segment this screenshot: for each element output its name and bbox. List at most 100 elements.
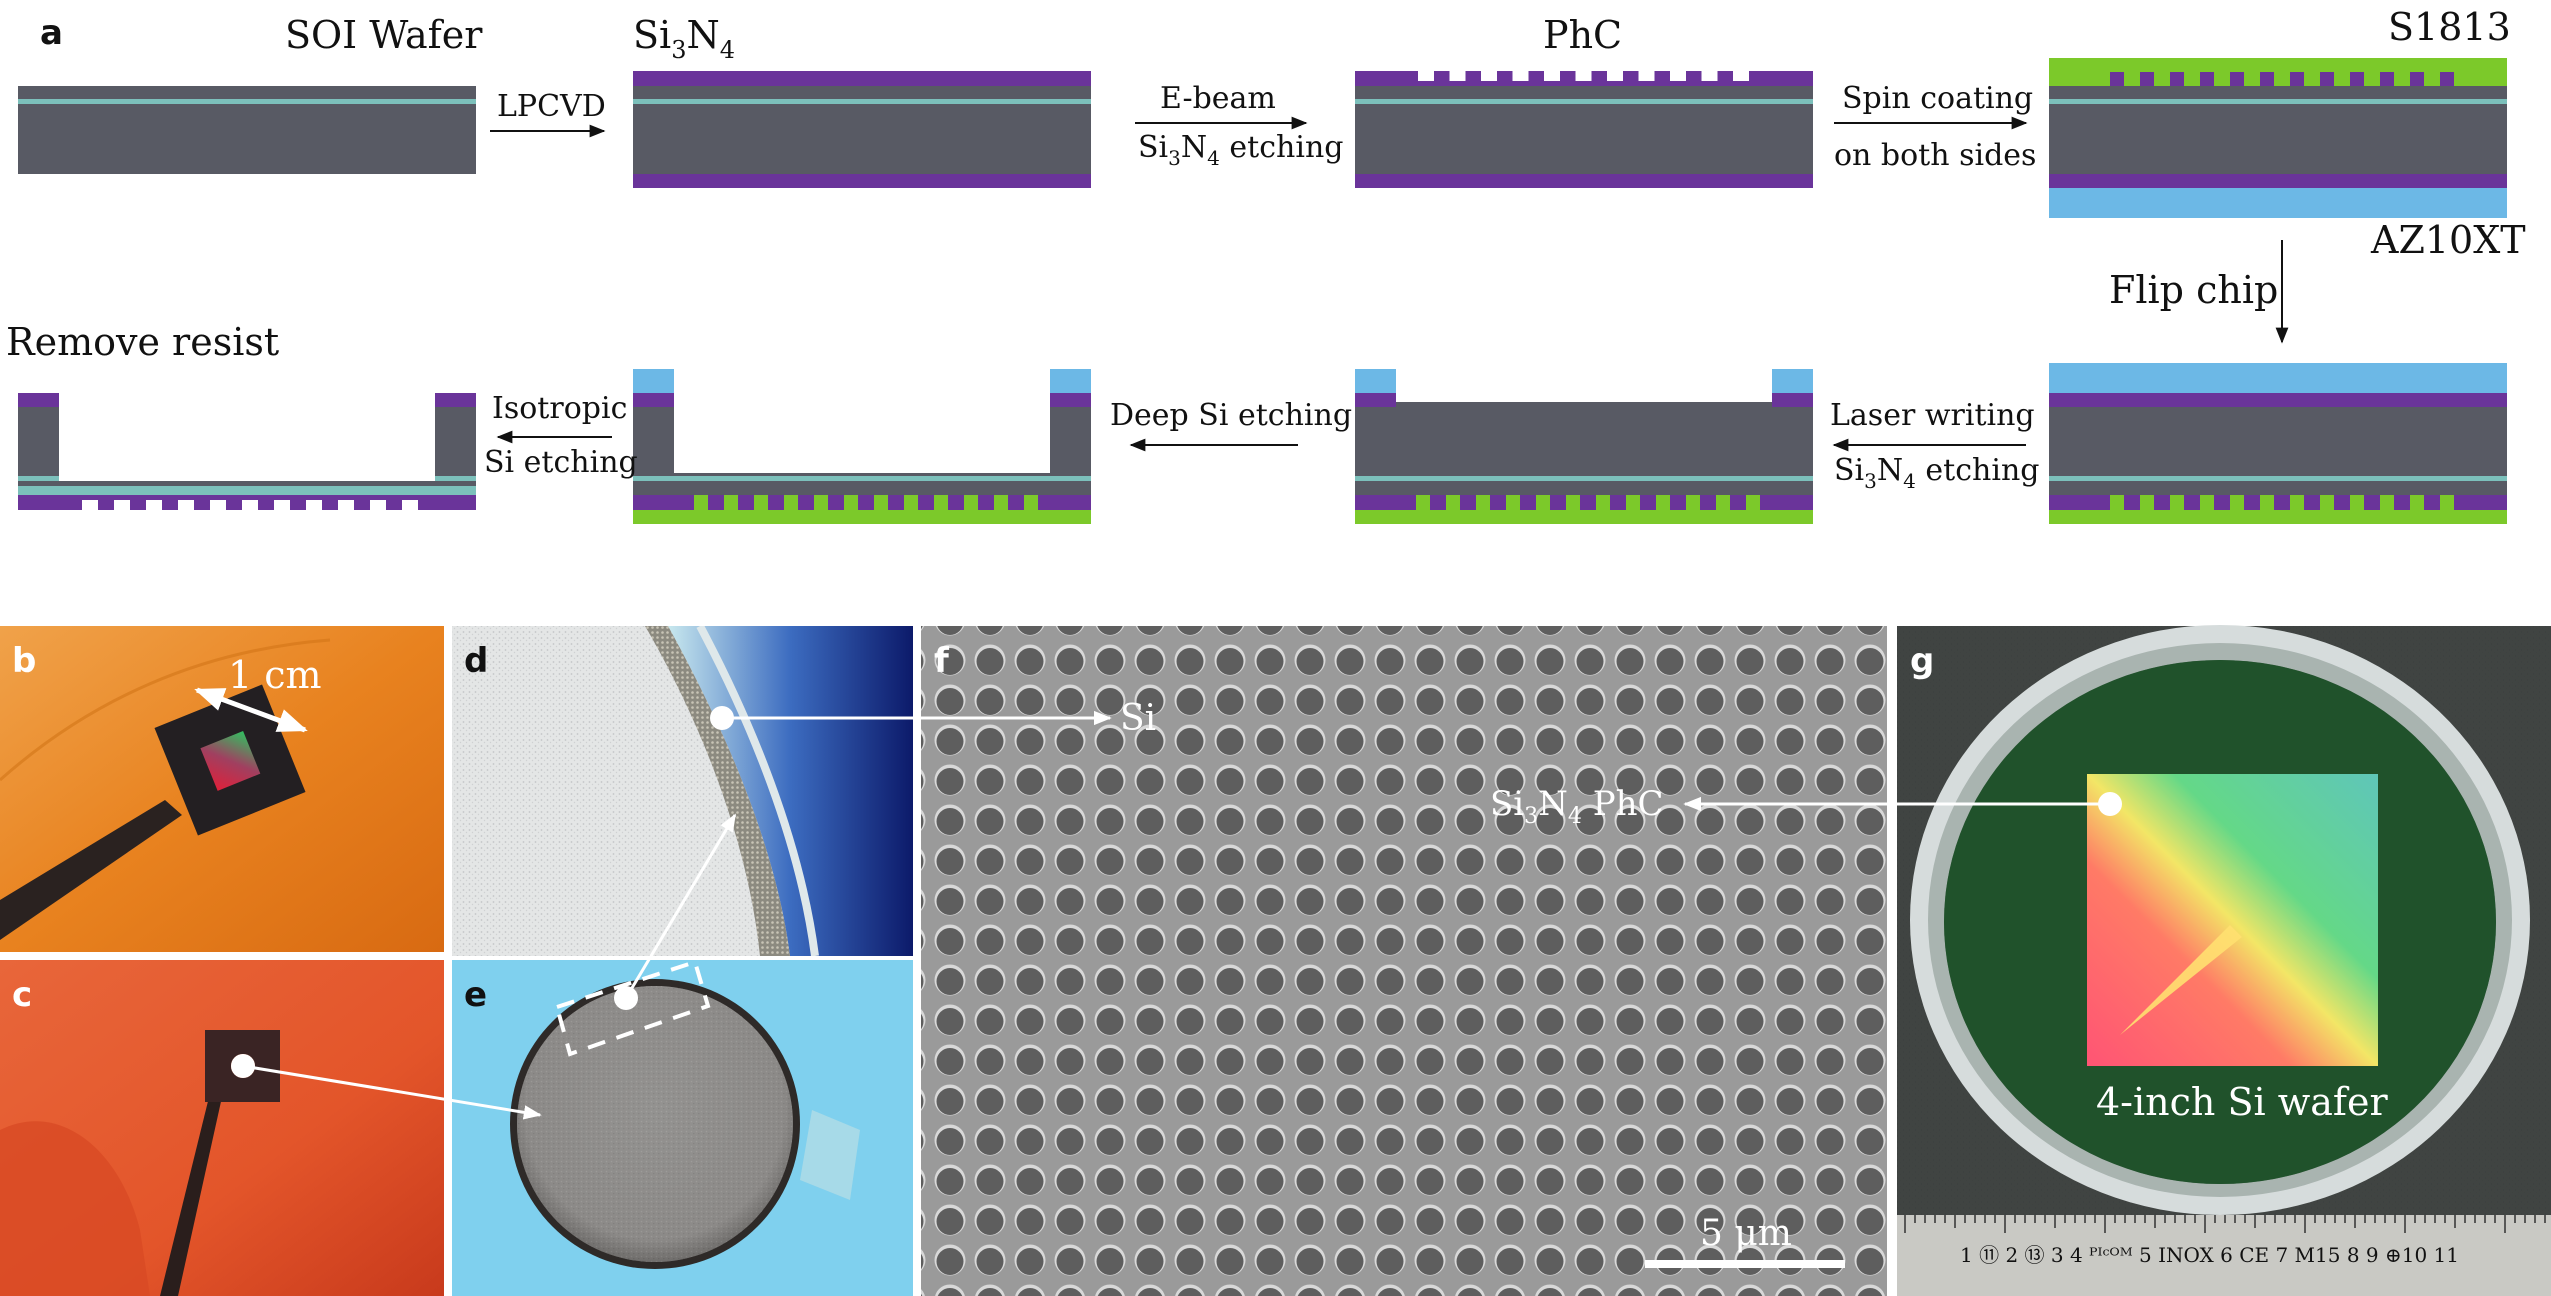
phc-pillar xyxy=(2170,72,2184,86)
tweezers-c xyxy=(160,1085,224,1296)
phc-pillar xyxy=(1024,495,1038,510)
phc-pillar xyxy=(1596,495,1610,510)
phc-mesh-edge xyxy=(645,626,790,956)
phc-sample-square xyxy=(2087,774,2378,1066)
phc-hole xyxy=(1733,71,1749,81)
phc-pillar xyxy=(1416,495,1430,510)
spin-label-2: on both sides xyxy=(1834,138,2036,173)
phc-pillar xyxy=(2350,72,2364,86)
membrane-hole xyxy=(274,500,290,510)
phc-pillar xyxy=(904,495,918,510)
b-scale-label: 1 cm xyxy=(228,653,322,697)
phc-pillar xyxy=(2290,72,2304,86)
step1-soi-stack xyxy=(18,86,476,174)
laser-label-2: Si3N4 etching xyxy=(1834,453,2039,493)
iso-label-1: Isotropic xyxy=(492,391,627,426)
phc-pillar xyxy=(754,495,768,510)
phc-pillar xyxy=(1746,495,1760,510)
phc-pillar xyxy=(1626,495,1640,510)
panel-label-c: c xyxy=(12,975,32,1015)
step2-nitride-stack xyxy=(633,71,1091,188)
panel-label-d: d xyxy=(464,641,488,681)
arrow-chip xyxy=(242,1064,542,1120)
phc-hole xyxy=(1638,71,1655,81)
remove-resist-label: Remove resist xyxy=(6,320,279,364)
step8-final-membrane xyxy=(18,393,476,510)
phc-pillar xyxy=(2140,495,2154,510)
arrow-zoom xyxy=(624,813,737,999)
phc-pillar xyxy=(2380,495,2394,510)
phc-pillar xyxy=(814,495,828,510)
phc-title: PhC xyxy=(1543,13,1622,57)
panel-c-photo: c xyxy=(0,960,444,1296)
phc-pillar xyxy=(2230,495,2244,510)
phc-pillar xyxy=(784,495,798,510)
panel-label-b: b xyxy=(12,641,36,681)
panel-a-process-flow: a SOI Wafer LPCVD Si3N4 E-beam Si3N4 etc… xyxy=(6,5,2526,524)
scale-bar xyxy=(1645,1260,1845,1268)
membrane-hole xyxy=(210,500,226,510)
az10xt-label: AZ10XT xyxy=(2370,218,2526,262)
membrane-hole xyxy=(306,500,322,510)
phc-pillar xyxy=(2350,495,2364,510)
s1813-label: S1813 xyxy=(2388,5,2511,49)
membrane-hole xyxy=(370,500,386,510)
panel-b-photo: 1 cm b xyxy=(0,626,444,952)
panel-g-photo: 1 ⑪ 2 ⑬ 3 4 ᴾᴵᶜᴼᴹ 5 INOX 6 CE 7 M15 8 9 … xyxy=(1897,625,2551,1296)
soi-wafer-label: SOI Wafer xyxy=(285,13,483,57)
si3n4-title: Si3N4 xyxy=(633,13,735,64)
phc-pillar xyxy=(2170,495,2184,510)
ebeam-etching-label: Si3N4 etching xyxy=(1138,130,1343,170)
ebeam-label: E-beam xyxy=(1160,81,1276,116)
phc-pillar xyxy=(874,495,888,510)
wafer-label: 4-inch Si wafer xyxy=(2096,1080,2388,1124)
phc-hole xyxy=(1670,71,1686,81)
phc-pillar xyxy=(1506,495,1520,510)
panel-label-g: g xyxy=(1910,641,1934,681)
phc-hole xyxy=(1418,71,1434,81)
phc-pillar xyxy=(2380,72,2394,86)
panel-d-micrograph: d xyxy=(452,626,913,956)
iso-label-2: Si etching xyxy=(484,445,638,480)
si-label: Si xyxy=(1120,698,1156,739)
phc-hole xyxy=(1701,71,1718,81)
phc-pillar xyxy=(2290,495,2304,510)
step4-resist-stack xyxy=(2049,58,2507,218)
scale-bar-label: 5 μm xyxy=(1700,1213,1792,1254)
phc-pillar xyxy=(1566,495,1580,510)
membrane-hole xyxy=(338,500,354,510)
panel-label-f: f xyxy=(934,641,950,681)
panel-e-micrograph: e xyxy=(452,959,913,1296)
phc-pillar xyxy=(2230,72,2244,86)
deep-si-label: Deep Si etching xyxy=(1110,398,1352,433)
phc-pillar xyxy=(934,495,948,510)
phc-pillar xyxy=(1446,495,1460,510)
membrane-hole xyxy=(242,500,258,510)
s1813-layer xyxy=(2049,58,2507,86)
step3-phc-stack xyxy=(1355,71,1813,188)
membrane-hole xyxy=(146,500,162,510)
box-oxide-layer xyxy=(18,99,476,104)
phc-hole xyxy=(1449,71,1466,81)
az10xt-layer xyxy=(2049,188,2507,218)
lpcvd-label: LPCVD xyxy=(497,89,606,124)
phc-pillar xyxy=(2320,495,2334,510)
phc-pillar xyxy=(994,495,1008,510)
ruler-text: 1 ⑪ 2 ⑬ 3 4 ᴾᴵᶜᴼᴹ 5 INOX 6 CE 7 M15 8 9 … xyxy=(1960,1243,2459,1267)
membrane-hole xyxy=(82,500,98,510)
membrane-hole xyxy=(402,500,418,510)
phc-hole xyxy=(1544,71,1560,81)
phc-pillar xyxy=(2140,72,2154,86)
phc-hole xyxy=(1481,71,1497,81)
step7-deep-etched-stack xyxy=(633,369,1091,524)
phc-hole xyxy=(1512,71,1529,81)
zoom-box xyxy=(554,959,711,1057)
tweezers-b xyxy=(0,800,182,940)
phc-pillar xyxy=(724,495,738,510)
membrane-hole xyxy=(178,500,194,510)
annotation-arrows: Si Si3N4 PhC xyxy=(231,698,2122,1120)
phc-hole xyxy=(1607,71,1623,81)
phc-label: Si3N4 PhC xyxy=(1490,784,1664,829)
phc-pillar xyxy=(2260,495,2274,510)
phc-pillar xyxy=(2200,495,2214,510)
